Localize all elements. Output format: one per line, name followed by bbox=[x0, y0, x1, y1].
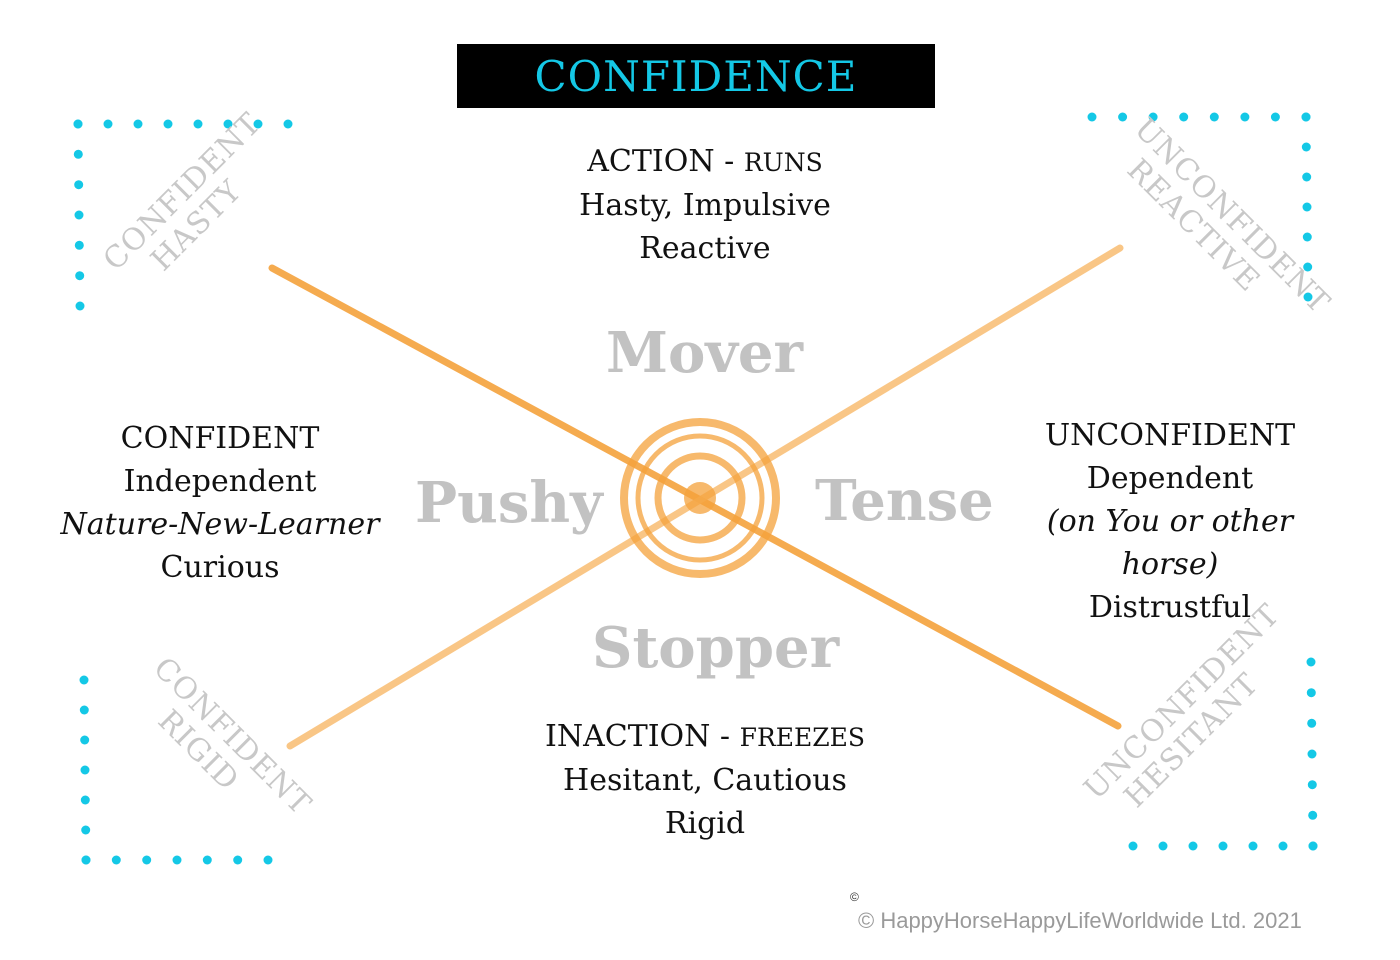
inaction-heading-main: INACTION - bbox=[544, 719, 740, 754]
bracket-dot-bottom-right bbox=[1306, 657, 1316, 667]
bracket-dot-bottom-right bbox=[1128, 841, 1138, 851]
confident-heading: CONFIDENT bbox=[120, 421, 320, 456]
bracket-dot-bottom-left bbox=[80, 735, 90, 745]
bracket-dot-bottom-left bbox=[79, 705, 89, 715]
axis-label-pushy: Pushy bbox=[415, 470, 603, 536]
bracket-dot-bottom-right bbox=[1308, 841, 1318, 851]
axis-label-tense: Tense bbox=[815, 468, 994, 534]
bracket-dot-bottom-right bbox=[1307, 718, 1317, 728]
bracket-dot-bottom-right bbox=[1307, 749, 1317, 759]
bracket-dot-top-right bbox=[1209, 112, 1219, 122]
bracket-dot-top-left bbox=[223, 119, 233, 129]
unconfident-distrustful: Distrustful bbox=[1088, 590, 1252, 625]
bracket-dot-top-left bbox=[133, 119, 143, 129]
axis-label-mover: Mover bbox=[606, 320, 804, 386]
bracket-dot-bottom-left bbox=[142, 855, 152, 865]
target-icon bbox=[620, 418, 780, 578]
confident-block: CONFIDENT Independent Nature-New-Learner… bbox=[60, 417, 380, 589]
bracket-dot-bottom-left bbox=[80, 765, 90, 775]
action-heading: ACTION - RUNS bbox=[505, 140, 905, 184]
bracket-dot-bottom-left bbox=[172, 855, 182, 865]
bracket-dot-top-right bbox=[1301, 112, 1311, 122]
bracket-dot-top-left bbox=[73, 149, 83, 159]
corner-brackets bbox=[73, 112, 1318, 865]
inaction-heading-small: FREEZES bbox=[739, 723, 866, 752]
bracket-dot-top-left bbox=[163, 119, 173, 129]
confident-learner: Nature-New-Learner bbox=[60, 507, 380, 542]
bracket-dot-bottom-right bbox=[1306, 688, 1316, 698]
inaction-rigid: Rigid bbox=[664, 806, 746, 841]
action-heading-small: RUNS bbox=[743, 148, 823, 177]
bracket-dot-bottom-left bbox=[81, 855, 91, 865]
bracket-dot-bottom-left bbox=[233, 855, 243, 865]
small-copyright-mark: © bbox=[850, 890, 859, 904]
bracket-dot-top-left bbox=[253, 119, 263, 129]
bracket-dot-bottom-left bbox=[111, 855, 121, 865]
action-traits: Hasty, Impulsive bbox=[579, 188, 831, 223]
bracket-dot-top-left bbox=[73, 119, 83, 129]
unconfident-heading: UNCONFIDENT bbox=[1044, 418, 1296, 453]
bracket-dot-bottom-left bbox=[202, 855, 212, 865]
bracket-dot-top-right bbox=[1301, 142, 1311, 152]
bracket-dot-top-left bbox=[74, 210, 84, 220]
bracket-dot-bottom-right bbox=[1248, 841, 1258, 851]
page-title: CONFIDENCE bbox=[534, 51, 858, 101]
bracket-dot-top-right bbox=[1302, 232, 1312, 242]
confident-curious: Curious bbox=[160, 550, 280, 585]
bracket-dot-top-left bbox=[75, 301, 85, 311]
bracket-dot-top-right bbox=[1240, 112, 1250, 122]
bracket-dot-top-right bbox=[1148, 112, 1158, 122]
bracket-dot-top-left bbox=[75, 271, 85, 281]
bracket-dot-top-left bbox=[74, 180, 84, 190]
action-reactive: Reactive bbox=[639, 231, 771, 266]
unconfident-dependent: Dependent bbox=[1086, 461, 1254, 496]
bracket-dot-bottom-left bbox=[80, 795, 90, 805]
bracket-dot-bottom-right bbox=[1188, 841, 1198, 851]
bracket-dot-bottom-left bbox=[79, 675, 89, 685]
confident-independent: Independent bbox=[123, 464, 317, 499]
bracket-dot-top-left bbox=[193, 119, 203, 129]
inaction-heading: INACTION - FREEZES bbox=[505, 715, 905, 759]
unconfident-block: UNCONFIDENT Dependent (on You or other h… bbox=[1000, 414, 1340, 629]
bracket-dot-top-right bbox=[1302, 202, 1312, 212]
bracket-dot-top-right bbox=[1179, 112, 1189, 122]
bracket-dot-top-left bbox=[103, 119, 113, 129]
bracket-dot-bottom-left bbox=[81, 825, 91, 835]
bracket-dot-top-right bbox=[1303, 262, 1313, 272]
copyright-notice: © HappyHorseHappyLifeWorldwide Ltd. 2021 bbox=[858, 908, 1302, 933]
bracket-dot-top-left bbox=[74, 240, 84, 250]
bracket-dot-top-right bbox=[1087, 112, 1097, 122]
unconfident-on-you: (on You or other horse) bbox=[1046, 504, 1294, 582]
bracket-dot-top-right bbox=[1118, 112, 1128, 122]
bracket-dot-top-left bbox=[283, 119, 293, 129]
bracket-dot-bottom-right bbox=[1158, 841, 1168, 851]
bracket-dot-bottom-right bbox=[1307, 780, 1317, 790]
action-heading-main: ACTION - bbox=[587, 144, 744, 179]
inaction-block: INACTION - FREEZES Hesitant, Cautious Ri… bbox=[505, 715, 905, 845]
bracket-dot-bottom-right bbox=[1308, 810, 1318, 820]
title-banner: CONFIDENCE bbox=[457, 44, 935, 108]
bracket-dot-bottom-right bbox=[1218, 841, 1228, 851]
bracket-dot-bottom-right bbox=[1278, 841, 1288, 851]
bracket-dot-top-right bbox=[1270, 112, 1280, 122]
action-block: ACTION - RUNS Hasty, Impulsive Reactive bbox=[505, 140, 905, 270]
axis-label-stopper: Stopper bbox=[592, 615, 840, 681]
bracket-dot-top-right bbox=[1303, 292, 1313, 302]
inaction-traits: Hesitant, Cautious bbox=[563, 763, 847, 798]
bracket-dot-bottom-left bbox=[263, 855, 273, 865]
bracket-dot-top-right bbox=[1302, 172, 1312, 182]
